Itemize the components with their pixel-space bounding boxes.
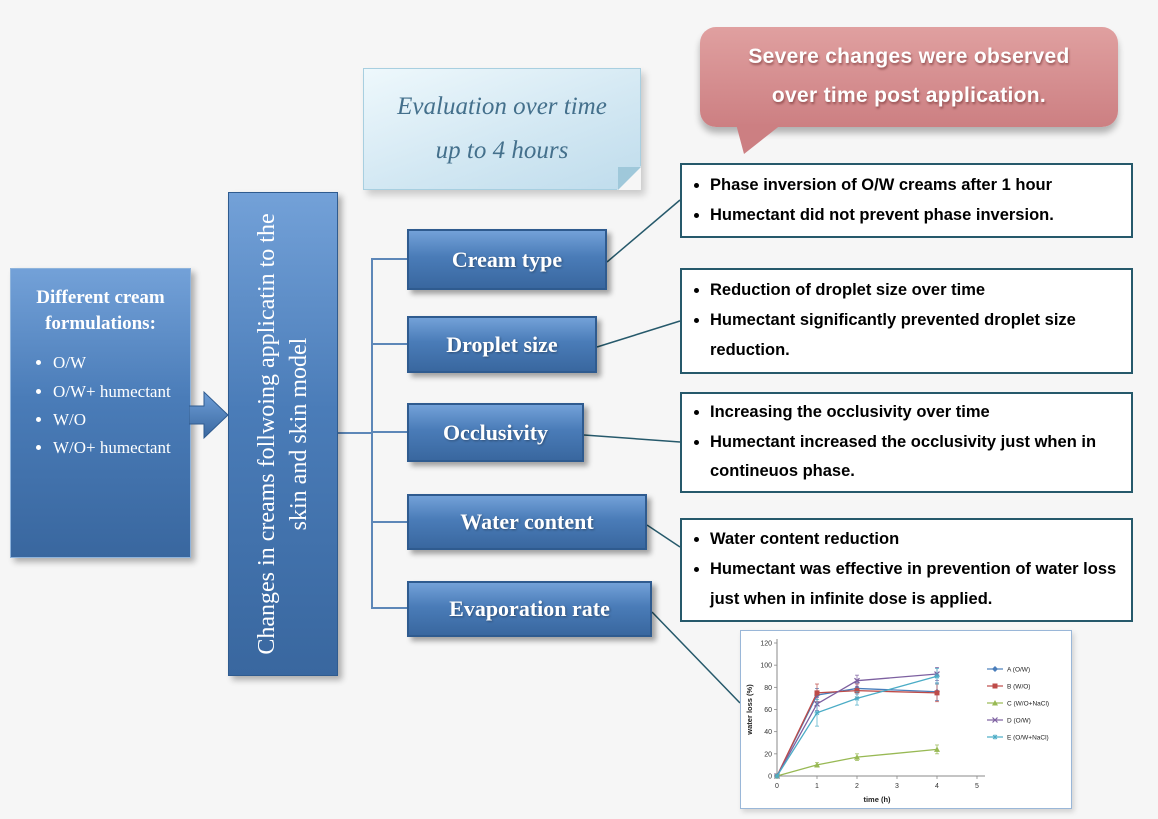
- spine-label: Changes in creams follwoing applicatin t…: [253, 213, 312, 655]
- bracket-line-horizontal: [336, 432, 372, 434]
- svg-text:80: 80: [764, 685, 772, 692]
- evaluation-note: Evaluation over time up to 4 hours: [363, 68, 641, 190]
- finding-bullet: Humectant significantly prevented drople…: [710, 306, 1131, 365]
- node-occlusivity: Occlusivity: [407, 403, 584, 462]
- finding-bullet: Increasing the occlusivity over time: [710, 398, 1131, 428]
- finding-bullet: Water content reduction: [710, 525, 1131, 555]
- svg-text:0: 0: [768, 774, 772, 781]
- bracket-stub-5: [372, 607, 407, 609]
- formulation-item: W/O+ humectant: [53, 437, 180, 458]
- formulation-item: W/O: [53, 409, 180, 430]
- bubble-tail: [736, 124, 782, 154]
- svg-text:D (O/W): D (O/W): [1007, 718, 1031, 725]
- finding-bullet: Humectant increased the occlusivity just…: [710, 428, 1131, 487]
- bracket-stub-3: [372, 431, 407, 433]
- node-cream-type: Cream type: [407, 229, 607, 290]
- finding-bullet: Humectant was effective in prevention of…: [710, 555, 1131, 614]
- spine-box: Changes in creams follwoing applicatin t…: [228, 192, 338, 676]
- svg-text:40: 40: [764, 729, 772, 736]
- bubble-line-1: Severe changes were observed: [748, 45, 1070, 69]
- finding-bullet: Phase inversion of O/W creams after 1 ho…: [710, 171, 1054, 201]
- svg-text:5: 5: [975, 783, 979, 790]
- finding-bullets: Phase inversion of O/W creams after 1 ho…: [682, 171, 1054, 230]
- svg-text:E (O/W+NaCl): E (O/W+NaCl): [1007, 735, 1049, 742]
- formulation-item: O/W+ humectant: [53, 381, 180, 402]
- svg-text:1: 1: [815, 783, 819, 790]
- node-evaporation-rate: Evaporation rate: [407, 581, 652, 637]
- svg-text:C (W/O+NaCl): C (W/O+NaCl): [1007, 701, 1049, 708]
- bracket-line-vertical: [371, 258, 373, 609]
- svg-text:3: 3: [895, 783, 899, 790]
- finding-droplet-size: Reduction of droplet size over time Hume…: [680, 268, 1133, 374]
- svg-text:time (h): time (h): [863, 795, 891, 804]
- node-label: Evaporation rate: [449, 596, 610, 621]
- svg-text:water loss (%): water loss (%): [745, 684, 754, 736]
- node-droplet-size: Droplet size: [407, 316, 597, 373]
- water-loss-chart: 0 20 40 60 80 100 120 0 1 2 3 4 5 water loss (%) time …: [740, 630, 1072, 809]
- note-line-1: Evaluation over time: [397, 93, 607, 121]
- svg-text:2: 2: [855, 783, 859, 790]
- finding-occlusivity: Increasing the occlusivity over time Hum…: [680, 392, 1133, 493]
- svg-text:120: 120: [760, 641, 772, 648]
- formulation-item: O/W: [53, 352, 180, 373]
- node-label: Occlusivity: [442, 419, 549, 445]
- bracket-stub-2: [372, 343, 407, 345]
- callout-bubble: Severe changes were observed over time p…: [700, 27, 1118, 154]
- finding-bullets: Water content reduction Humectant was ef…: [682, 525, 1131, 614]
- right-arrow-icon: [189, 390, 229, 440]
- bracket-stub-4: [372, 521, 407, 523]
- svg-text:100: 100: [760, 663, 772, 670]
- finding-bullets: Reduction of droplet size over time Hume…: [682, 276, 1131, 365]
- node-label: Cream type: [451, 246, 563, 272]
- formulations-list: O/W O/W+ humectant W/O W/O+ humectant: [21, 352, 180, 458]
- bubble-line-2: over time post application.: [771, 84, 1047, 107]
- node-water-content: Water content: [407, 494, 647, 550]
- bracket-stub-1: [372, 258, 407, 260]
- finding-bullets: Increasing the occlusivity over time Hum…: [682, 398, 1131, 487]
- finding-bullet: Reduction of droplet size over time: [710, 276, 1131, 306]
- water-loss-chart-plot: 0 20 40 60 80 100 120 0 1 2 3 4 5 water loss (%) time …: [745, 639, 1049, 804]
- node-label: Water content: [460, 509, 594, 534]
- spine-inner: Changes in creams follwoing applicatin t…: [229, 193, 337, 675]
- formulations-panel: Different cream formulations: O/W O/W+ h…: [10, 268, 191, 558]
- formulations-title: Different cream formulations:: [36, 287, 165, 334]
- finding-bullet: Humectant did not prevent phase inversio…: [710, 201, 1054, 231]
- svg-text:60: 60: [764, 707, 772, 714]
- svg-text:4: 4: [935, 783, 939, 790]
- finding-cream-type: Phase inversion of O/W creams after 1 ho…: [680, 163, 1133, 238]
- svg-text:20: 20: [764, 751, 772, 758]
- svg-text:B (W/O): B (W/O): [1007, 684, 1030, 691]
- finding-water-content: Water content reduction Humectant was ef…: [680, 518, 1133, 622]
- svg-text:A (O/W): A (O/W): [1007, 667, 1030, 674]
- svg-text:0: 0: [775, 783, 779, 790]
- note-line-2: up to 4 hours: [435, 137, 569, 164]
- node-label: Droplet size: [446, 331, 558, 357]
